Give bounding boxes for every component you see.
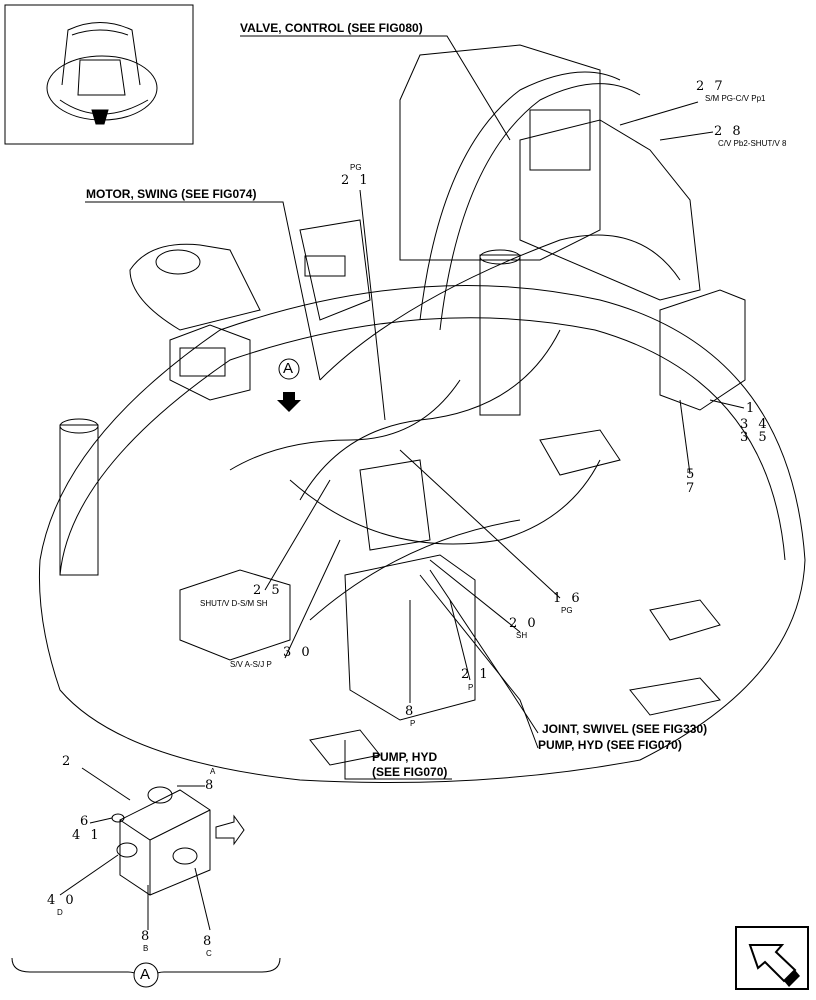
- detail-callout-8b-number: 8: [141, 929, 153, 944]
- callout-20-label: SH: [516, 631, 528, 640]
- detail-callout-2-number: 2: [62, 754, 74, 769]
- ref-joint-swivel: JOINT, SWIVEL (SEE FIG330): [542, 722, 708, 736]
- detail-callout-40-label: D: [57, 908, 63, 917]
- ref-pump-hyd-2-line2: (SEE FIG070): [372, 765, 448, 779]
- leader-lines: [85, 35, 745, 780]
- detail-callout-8b-label: B: [143, 944, 149, 953]
- detail-callout-41-number: 4 1: [72, 828, 102, 843]
- detail-marker-a: A: [140, 966, 151, 983]
- ref-valve-control: VALVE, CONTROL (SEE FIG080): [240, 21, 423, 35]
- callout-28-label: C/V Pb2-SHUT/V 8: [718, 139, 787, 148]
- detail-callout-8c-label: C: [206, 949, 212, 958]
- upper-frame: [38, 44, 806, 783]
- callout-25-number: 2 5: [253, 583, 283, 598]
- callout-21-p-number: 2 1: [461, 667, 491, 682]
- callout-27-label: S/M PG-C/V Pp1: [705, 94, 766, 103]
- ref-motor-swing: MOTOR, SWING (SEE FIG074): [86, 187, 257, 201]
- callout-21-p-label: P: [468, 683, 474, 692]
- callout-35-number: 3 5: [740, 430, 770, 445]
- detail-callout-8c-number: 8: [203, 934, 215, 949]
- callout-1-number: 1: [746, 401, 758, 416]
- thumbnail-inset: [4, 4, 194, 145]
- callout-30-label: S/V A-S/J P: [230, 660, 272, 669]
- ref-pump-hyd-1: PUMP, HYD (SEE FIG070): [538, 738, 682, 752]
- view-arrow-a: [277, 358, 301, 412]
- callout-25-label: SHUT/V D-S/M SH: [200, 599, 268, 608]
- callout-27-number: 2 7: [696, 79, 726, 94]
- next-page-icon[interactable]: [735, 926, 809, 990]
- callout-34-number: 3 4: [740, 417, 770, 432]
- detail-callout-8a-label: A: [210, 767, 216, 776]
- callout-8-p-label: P: [410, 719, 416, 728]
- callout-21-pg-number: 2 1: [341, 173, 371, 188]
- callout-20-number: 2 0: [509, 616, 539, 631]
- callout-30-number: 3 0: [283, 645, 313, 660]
- callout-16-label: PG: [561, 606, 573, 615]
- detail-callout-8a-number: 8: [205, 778, 217, 793]
- callout-21-pg-label: PG: [350, 163, 362, 172]
- detail-callout-6-number: 6: [80, 814, 92, 829]
- callout-16-number: 1 6: [553, 591, 583, 606]
- detail-callout-40-number: 4 0: [47, 893, 77, 908]
- ref-pump-hyd-2-line1: PUMP, HYD: [372, 750, 438, 764]
- callout-5-number: 5: [686, 467, 698, 482]
- callout-28-number: 2 8: [714, 124, 744, 139]
- view-marker-a: A: [283, 360, 294, 377]
- callout-7-number: 7: [686, 481, 698, 496]
- detail-view-a: [11, 767, 281, 988]
- callout-8-p-number: 8: [405, 704, 417, 719]
